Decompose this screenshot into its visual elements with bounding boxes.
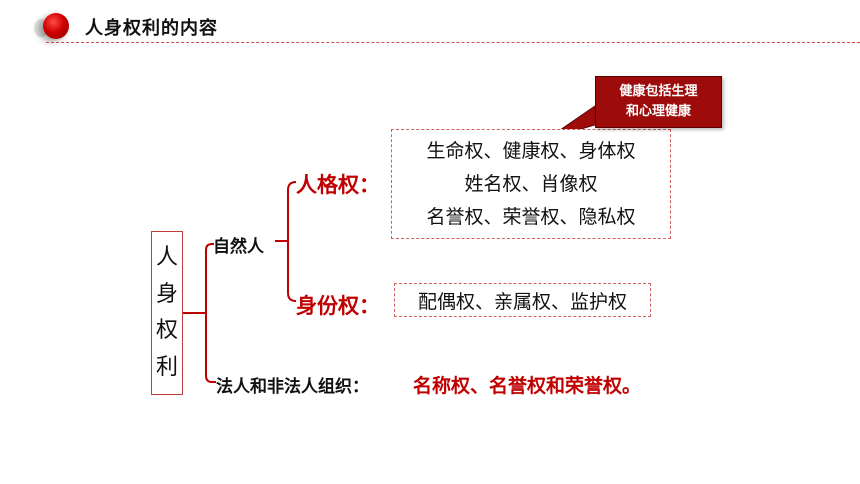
root-char: 权	[155, 318, 178, 344]
callout-line: 和心理健康	[625, 104, 691, 119]
health-callout: 健康包括生理 和心理健康	[595, 76, 722, 128]
page-title: 人身权利的内容	[85, 18, 218, 39]
natural-person-node: 自然人	[213, 237, 264, 257]
personality-detail-line: 名誉权、荣誉权、隐私权	[426, 205, 636, 228]
root-node-personal-rights: 人 身 权 利	[151, 231, 183, 395]
identity-detail-line: 配偶权、亲属权、监护权	[417, 290, 627, 313]
header-divider	[46, 42, 860, 43]
personality-details-box: 生命权、健康权、身体权 姓名权、肖像权 名誉权、荣誉权、隐私权	[391, 129, 671, 239]
root-char: 身	[155, 281, 178, 307]
natural-person-bracket	[287, 181, 297, 302]
callout-line: 健康包括生理	[619, 84, 698, 99]
root-bracket	[205, 243, 213, 383]
personality-detail-line: 姓名权、肖像权	[464, 172, 598, 195]
legal-person-node: 法人和非法人组织：	[216, 377, 369, 397]
root-char: 人	[155, 245, 178, 271]
personality-detail-line: 生命权、健康权、身体权	[426, 139, 636, 162]
legal-person-rights: 名称权、名誉权和荣誉权。	[413, 375, 642, 397]
root-char: 利	[155, 354, 178, 380]
identity-details-box: 配偶权、亲属权、监护权	[394, 283, 651, 317]
header-bullet-icon	[43, 13, 69, 39]
personality-right-node: 人格权：	[296, 173, 380, 197]
identity-right-node: 身份权：	[296, 294, 380, 318]
